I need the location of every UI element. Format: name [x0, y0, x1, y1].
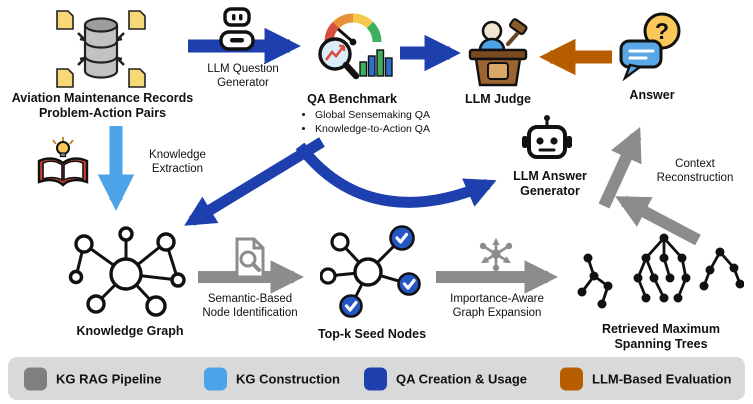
legend-label: KG Construction	[236, 371, 340, 386]
topk-seed-nodes-icon	[320, 225, 421, 318]
answer-generator-label: LLM Answer Generator	[513, 169, 587, 199]
records-label: Aviation Maintenance Records Problem-Act…	[11, 91, 194, 121]
topk-label: Top-k Seed Nodes	[317, 327, 427, 341]
qa-benchmark-gauge-icon	[318, 13, 393, 80]
legend-item-qa-creation: QA Creation & Usage	[364, 367, 527, 390]
qa-benchmark-label: QA Benchmark	[307, 92, 397, 106]
importance-expansion-label: Importance-Aware Graph Expansion	[450, 293, 544, 320]
svg-text:?: ?	[655, 18, 669, 44]
legend-swatch-lightblue	[204, 367, 227, 390]
legend-swatch-gray	[24, 367, 47, 390]
legend-item-kg-construction: KG Construction	[204, 367, 340, 390]
answer-label: Answer	[629, 88, 675, 102]
records-database-icon	[56, 10, 146, 88]
semantic-node-id-label: Semantic-Based Node Identification	[202, 293, 298, 320]
question-generator-label: LLM Question Generator	[207, 63, 279, 90]
legend-swatch-orange	[560, 367, 583, 390]
graph-expansion-icon	[479, 237, 513, 272]
legend-label: KG RAG Pipeline	[56, 371, 162, 386]
spanning-trees-label: Retrieved Maximum Spanning Trees	[601, 322, 721, 352]
context-reconstruction-label: Context Reconstruction	[656, 158, 734, 185]
knowledge-graph-label: Knowledge Graph	[76, 324, 184, 338]
legend-item-llm-evaluation: LLM-Based Evaluation	[560, 367, 731, 390]
qa-benchmark-bullet: Knowledge-to-Action QA	[315, 122, 460, 136]
answer-bubble-icon: ?	[619, 12, 681, 82]
arrow-generator-to-answer	[598, 126, 642, 209]
node-identification-doc-icon	[235, 237, 265, 279]
question-generator-robot-icon	[219, 7, 255, 51]
answer-generator-robot-icon	[522, 115, 572, 159]
llm-judge-label: LLM Judge	[465, 92, 531, 106]
qa-benchmark-bullets: Global Sensemaking QA Knowledge-to-Actio…	[300, 108, 460, 136]
qa-benchmark-bullet: Global Sensemaking QA	[315, 108, 460, 122]
knowledge-extraction-label: Knowledge Extraction	[149, 149, 206, 176]
legend-label: LLM-Based Evaluation	[592, 371, 732, 386]
spanning-trees-icon	[577, 233, 744, 309]
legend-item-kg-rag-pipeline: KG RAG Pipeline	[24, 367, 161, 390]
arrow-trees-to-generator	[615, 195, 701, 246]
legend-bar: KG RAG Pipeline KG Construction QA Creat…	[8, 357, 745, 400]
arrow-benchmark-to-generator	[295, 142, 497, 208]
legend-swatch-darkblue	[364, 367, 387, 390]
knowledge-extraction-book-icon	[37, 137, 89, 187]
judge-podium-icon	[468, 18, 528, 87]
knowledge-graph-icon	[68, 226, 186, 317]
legend-label: QA Creation & Usage	[396, 371, 527, 386]
